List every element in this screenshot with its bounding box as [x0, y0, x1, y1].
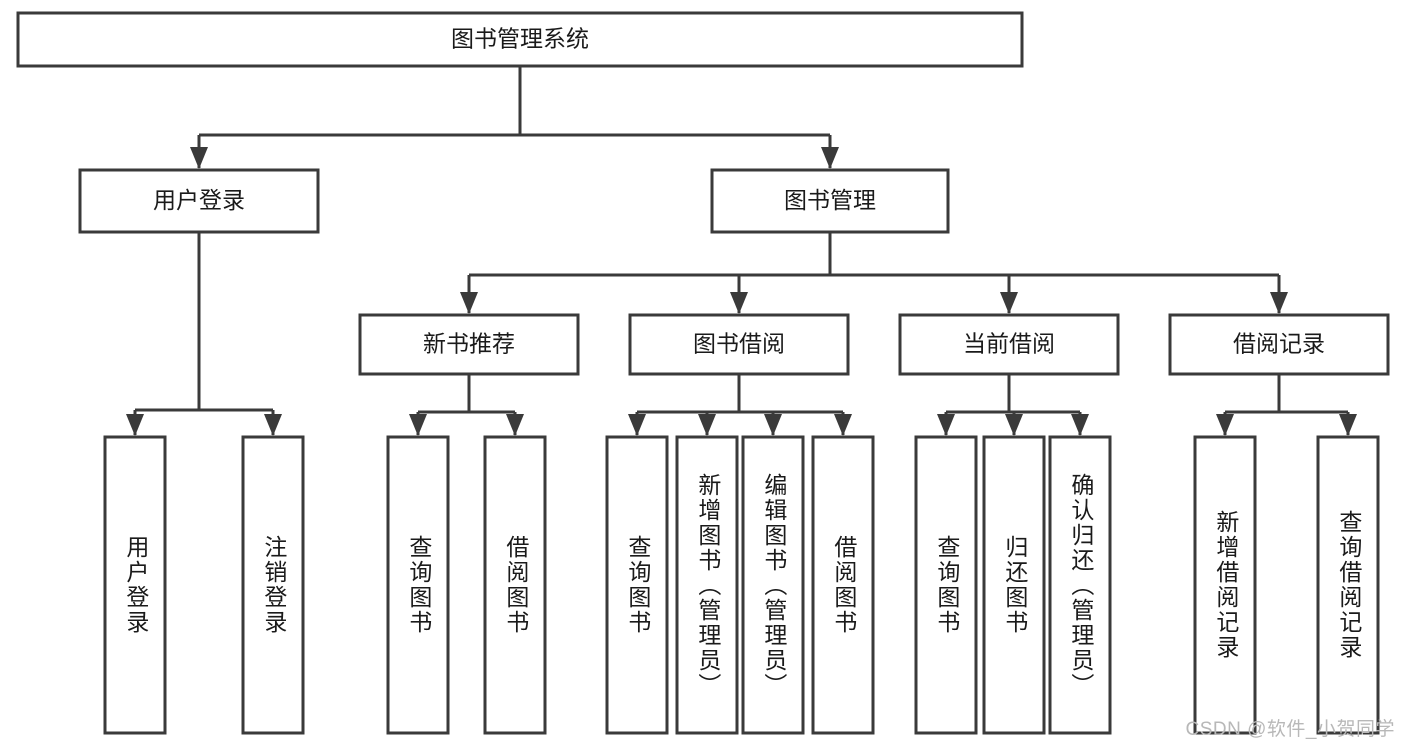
- arrow-icon-l2_book-1: [730, 292, 748, 314]
- node-leaf-new-query[interactable]: [386, 435, 450, 735]
- node-box-leaf-cur-confirm: [1048, 435, 1112, 735]
- node-label-l2-user: 用户登录: [153, 187, 245, 213]
- node-label-l2-book: 图书管理: [784, 187, 876, 213]
- node-box-root: [16, 11, 1024, 68]
- node-l3-new[interactable]: 新书推荐: [358, 313, 580, 376]
- arrow-icon-l3_borrow-0: [628, 414, 646, 436]
- node-box-leaf-rec-query: [1316, 435, 1380, 735]
- arrow-icon-l3_borrow-3: [834, 414, 852, 436]
- node-leaf-bor-loan[interactable]: [811, 435, 875, 735]
- node-l3-borrow[interactable]: 图书借阅: [628, 313, 850, 376]
- node-box-leaf-bor-loan: [811, 435, 875, 735]
- arrow-icon-root-0: [190, 147, 208, 169]
- node-box-leaf-user-login: [103, 435, 167, 735]
- arrow-icon-l3_record-0: [1216, 414, 1234, 436]
- node-leaf-rec-add[interactable]: [1193, 435, 1257, 735]
- node-leaf-bor-query[interactable]: [605, 435, 669, 735]
- node-leaf-cur-query[interactable]: [914, 435, 978, 735]
- watermark-text: CSDN @软件_小贺同学: [1185, 719, 1395, 740]
- arrow-icon-l2_book-3: [1270, 292, 1288, 314]
- arrow-icon-l3_current-0: [937, 414, 955, 436]
- arrow-icon-root-1: [821, 147, 839, 169]
- arrow-icon-l3_borrow-2: [764, 414, 782, 436]
- node-leaf-bor-edit[interactable]: [741, 435, 805, 735]
- node-box-l3-record: [1168, 313, 1390, 376]
- arrow-icon-l3_new-0: [409, 414, 427, 436]
- arrow-icon-l3_current-2: [1071, 414, 1089, 436]
- node-leaf-rec-query[interactable]: [1316, 435, 1380, 735]
- node-label-l3-record: 借阅记录: [1233, 331, 1325, 357]
- node-box-leaf-new-query: [386, 435, 450, 735]
- node-box-l3-borrow: [628, 313, 850, 376]
- node-label-l3-new: 新书推荐: [423, 331, 515, 357]
- node-label-root: 图书管理系统: [451, 26, 589, 52]
- arrow-icon-l3_borrow-1: [698, 414, 716, 436]
- node-box-leaf-bor-query: [605, 435, 669, 735]
- node-leaf-user-login[interactable]: [103, 435, 167, 735]
- node-l3-record[interactable]: 借阅记录: [1168, 313, 1390, 376]
- node-box-l2-book: [710, 168, 950, 234]
- node-box-leaf-bor-edit: [741, 435, 805, 735]
- node-l2-book[interactable]: 图书管理: [710, 168, 950, 234]
- node-leaf-new-borrow[interactable]: [483, 435, 547, 735]
- node-l2-user[interactable]: 用户登录: [78, 168, 320, 234]
- node-box-l2-user: [78, 168, 320, 234]
- node-leaf-bor-add[interactable]: [675, 435, 739, 735]
- node-box-leaf-user-logout: [241, 435, 305, 735]
- node-leaf-user-logout[interactable]: [241, 435, 305, 735]
- node-leaf-cur-confirm[interactable]: [1048, 435, 1112, 735]
- node-box-leaf-cur-query: [914, 435, 978, 735]
- edge-layer: [126, 66, 1357, 436]
- arrow-icon-l3_record-1: [1339, 414, 1357, 436]
- node-box-leaf-rec-add: [1193, 435, 1257, 735]
- arrow-icon-l3_new-1: [506, 414, 524, 436]
- arrow-icon-l2_book-2: [1000, 292, 1018, 314]
- node-box-leaf-cur-return: [982, 435, 1046, 735]
- node-root[interactable]: 图书管理系统: [16, 11, 1024, 68]
- node-box-leaf-bor-add: [675, 435, 739, 735]
- node-box-leaf-new-borrow: [483, 435, 547, 735]
- node-box-l3-current: [898, 313, 1120, 376]
- arrow-icon-l2_user-0: [126, 414, 144, 436]
- node-leaf-cur-return[interactable]: [982, 435, 1046, 735]
- arrow-icon-l2_book-0: [460, 292, 478, 314]
- node-label-l3-borrow: 图书借阅: [693, 331, 785, 357]
- arrow-icon-l3_current-1: [1005, 414, 1023, 436]
- arrow-icon-l2_user-1: [264, 414, 282, 436]
- node-label-l3-current: 当前借阅: [963, 331, 1055, 357]
- node-l3-current[interactable]: 当前借阅: [898, 313, 1120, 376]
- node-box-l3-new: [358, 313, 580, 376]
